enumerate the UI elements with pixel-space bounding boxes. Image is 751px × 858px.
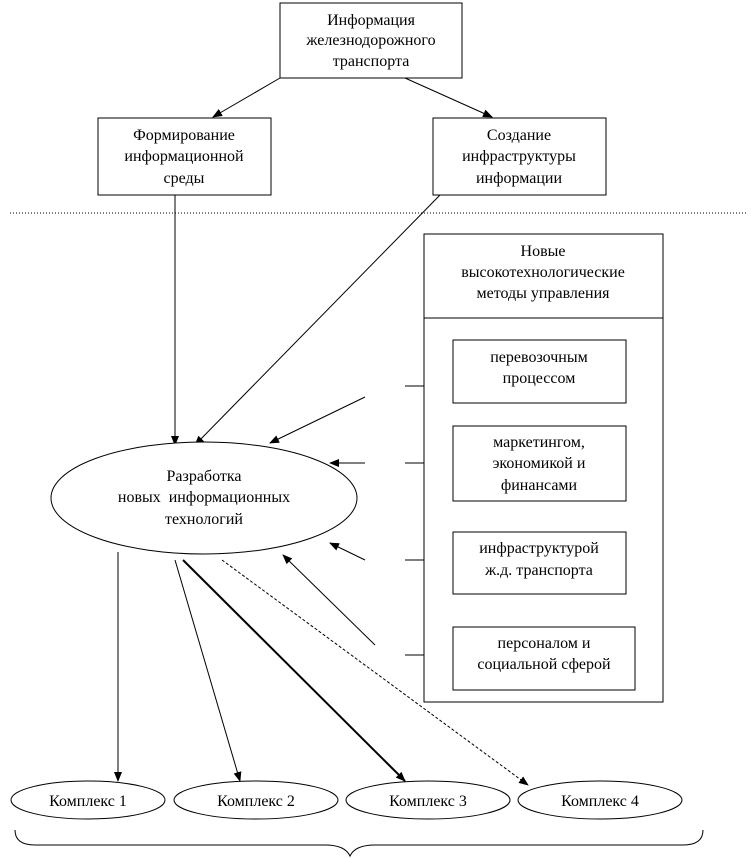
method-item-line: процессом (503, 370, 576, 387)
arrow-method-3 (329, 542, 366, 561)
left-box-line-3: среды (164, 170, 205, 187)
methods-box: Новые высокотехнологические методы управ… (423, 233, 664, 703)
bottom-brace (14, 829, 704, 858)
complex-1: Комплекс 1 (10, 780, 166, 820)
complex-3: Комплекс 3 (345, 780, 511, 820)
method-item-line: персоналом и (498, 635, 591, 652)
left-box-line-1: Формирование (133, 127, 235, 144)
center-ellipse-line-2: новых информационных (118, 489, 290, 506)
method-item-marketing: маркетингом, экономикой и финансами (452, 425, 627, 502)
right-box: Создание инфраструктуры информации (432, 117, 607, 196)
complex-2: Комплекс 2 (173, 780, 339, 820)
arrow-method-4 (282, 554, 376, 646)
complex-label: Комплекс 3 (389, 793, 467, 810)
method-item-line: маркетингом, (493, 434, 585, 451)
right-box-line-1: Создание (487, 127, 551, 144)
left-box: Формирование информационной среды (97, 117, 272, 196)
arrow-to-complex-3 (182, 559, 406, 782)
method-item-infrastructure: инфраструктурой ж.д. транспорта (452, 531, 627, 595)
methods-header-line-3: методы управления (476, 285, 610, 302)
complex-4: Комплекс 4 (517, 780, 683, 820)
arrow-top-to-right (404, 77, 493, 118)
right-box-line-2: инфраструктуры (462, 148, 576, 165)
method-item-personnel: персоналом и социальной сферой (452, 626, 636, 691)
top-box-line-2: железнодорожного (305, 32, 435, 49)
top-box-line-3: транспорта (333, 53, 410, 70)
center-ellipse: Разработка новых информационных технолог… (50, 441, 358, 555)
method-item-line: инфраструктурой (479, 540, 599, 557)
method-item-transport: перевозочным процессом (452, 339, 627, 404)
methods-header-line-2: высокотехнологические (461, 264, 625, 281)
arrow-top-to-left (212, 77, 281, 118)
top-box-line-1: Информация (327, 12, 415, 29)
complex-label: Комплекс 4 (561, 793, 639, 810)
complex-label: Комплекс 2 (217, 793, 295, 810)
method-item-line: перевозочным (490, 349, 588, 366)
methods-header-line-1: Новые (521, 243, 566, 260)
arrow-right-to-ellipse (194, 194, 441, 446)
left-box-line-2: информационной (124, 148, 244, 165)
method-item-line: экономикой и (493, 455, 586, 472)
complex-label: Комплекс 1 (49, 793, 127, 810)
arrow-to-complex-4 (221, 559, 529, 786)
arrow-method-1 (269, 396, 366, 444)
center-ellipse-line-3: технологий (165, 511, 243, 528)
center-ellipse-line-1: Разработка (167, 468, 242, 485)
right-box-line-3: информации (476, 170, 562, 187)
method-item-line: финансами (501, 477, 578, 494)
method-item-line: социальной сферой (477, 656, 611, 673)
arrow-to-complex-2 (174, 559, 242, 782)
complexes: Комплекс 1 Комплекс 2 Комплекс 3 Комплек… (10, 780, 683, 820)
method-item-line: ж.д. транспорта (484, 562, 593, 579)
top-box: Информация железнодорожного транспорта (279, 2, 463, 79)
